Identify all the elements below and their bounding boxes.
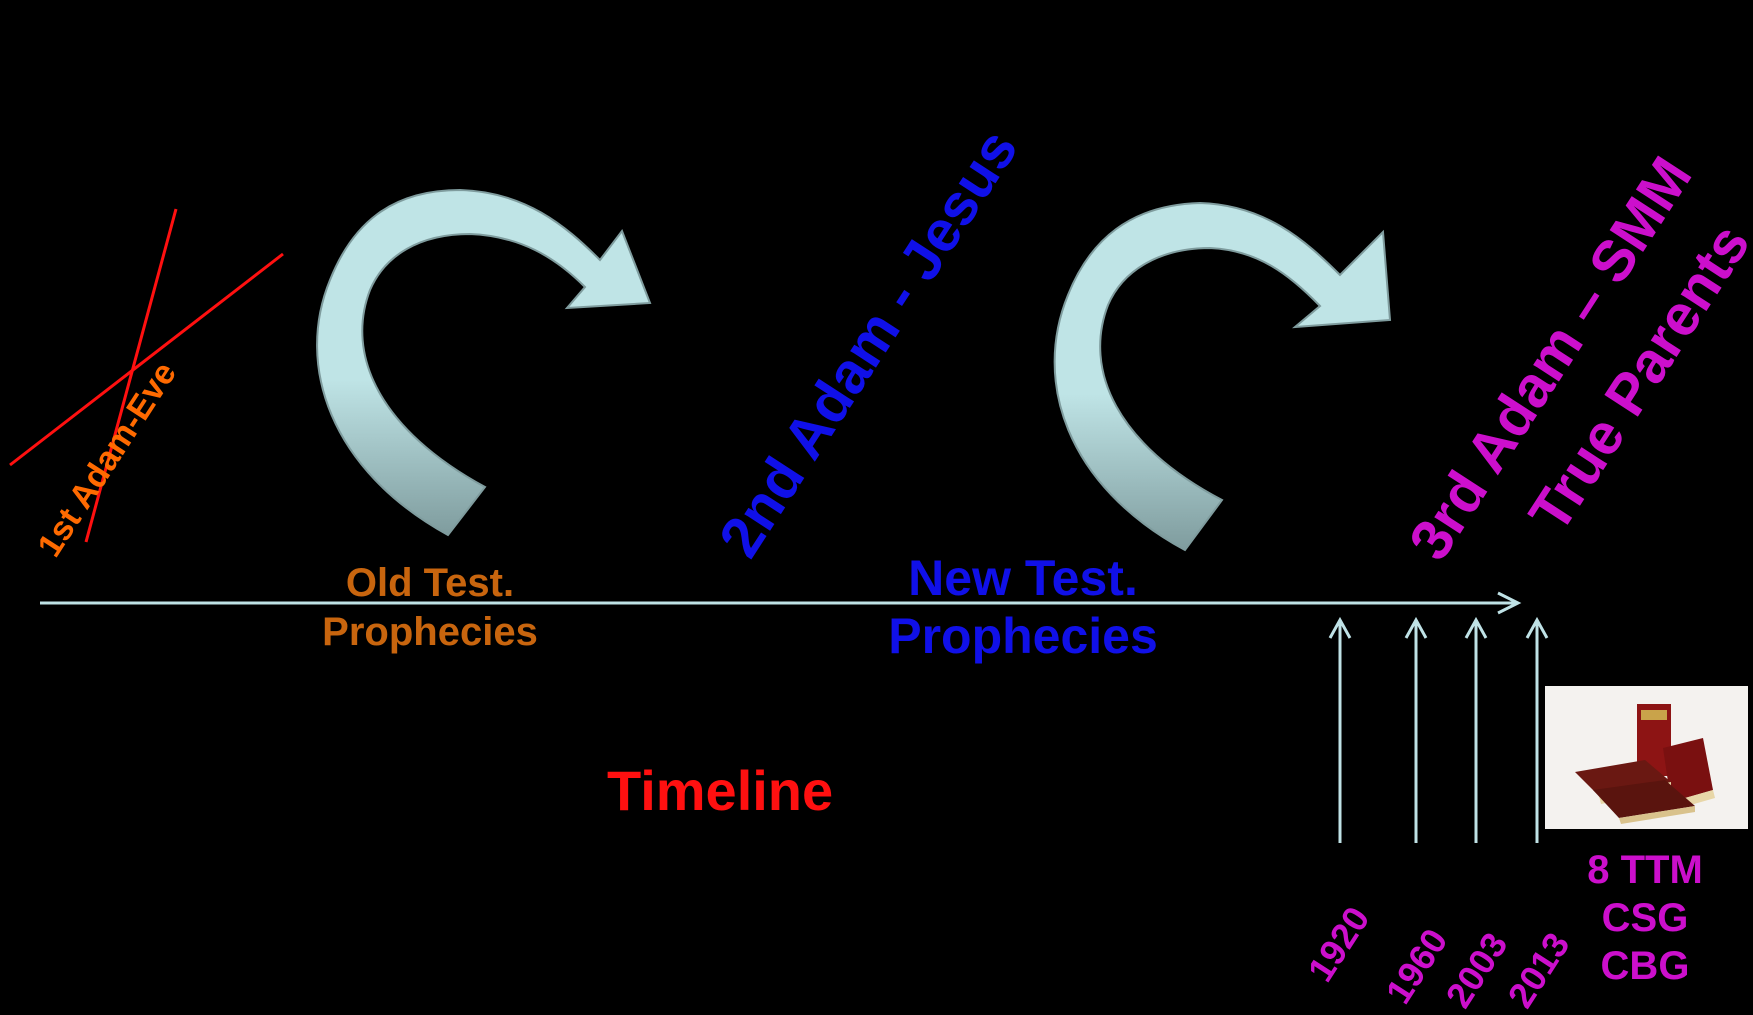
year-tick-arrows [1328,616,1549,843]
timeline-text: Timeline [607,759,834,822]
curved-arrow-2 [1053,201,1392,552]
old-testament-label: Old Test. Prophecies [300,563,560,652]
books-caption-line1: 8 TTM [1587,848,1703,892]
old-testament-line1: Old Test. [345,561,515,605]
tick-arrow-1920 [1328,616,1352,843]
curved-arrow-1 [316,188,652,537]
new-testament-line1: New Test. [908,550,1138,606]
tick-arrow-1960 [1404,616,1428,843]
books-caption: 8 TTM CSG CBG [1560,850,1730,986]
new-testament-label: New Test. Prophecies [858,553,1188,661]
books-stack-icon [1545,686,1748,829]
timeline-axis [40,591,1522,615]
cross-out-lines [9,208,284,543]
tick-arrow-2013 [1525,616,1549,843]
old-testament-line2: Prophecies [322,610,538,654]
tick-arrow-2003 [1464,616,1488,843]
books-caption-line2: CSG [1601,896,1689,940]
timeline-title: Timeline [607,763,833,819]
new-testament-line2: Prophecies [888,608,1158,664]
books-caption-line3: CBG [1600,944,1690,988]
